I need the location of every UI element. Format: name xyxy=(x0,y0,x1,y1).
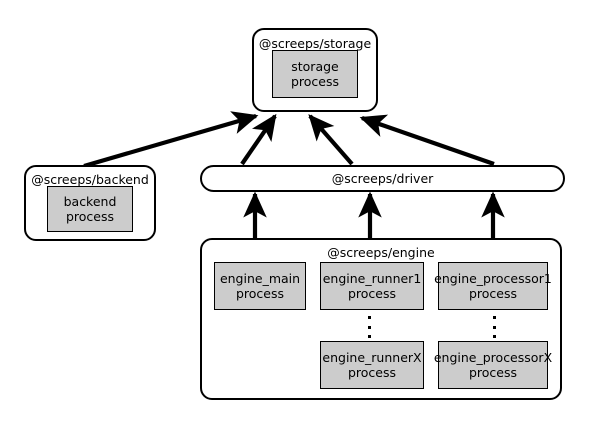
process-engine-processor1-line2: process xyxy=(468,286,518,301)
process-storage: storage process xyxy=(272,50,358,98)
arrow-driver-left-to-storage xyxy=(240,113,277,166)
process-engine-main-line1: engine_main xyxy=(219,271,301,286)
module-backend-label: @screeps/backend xyxy=(31,172,149,187)
module-driver: @screeps/driver xyxy=(200,165,565,192)
processor-ellipsis-icon xyxy=(491,316,497,338)
arrow-driver-middle-to-storage xyxy=(308,114,354,166)
process-engine-processorx-line2: process xyxy=(468,365,518,380)
process-storage-line1: storage xyxy=(291,59,339,74)
process-storage-line2: process xyxy=(290,74,340,89)
process-engine-processor1-line1: engine_processor1 xyxy=(434,271,552,286)
process-engine-main-line2: process xyxy=(235,286,285,301)
arrow-driver-right-to-storage xyxy=(359,114,495,166)
arrow-backend-to-storage xyxy=(83,111,259,169)
process-backend-line1: backend xyxy=(63,194,117,209)
process-engine-runnerx-line2: process xyxy=(347,365,397,380)
process-engine-main: engine_main process xyxy=(214,262,306,310)
module-driver-label: @screeps/driver xyxy=(331,171,434,186)
module-engine-label: @screeps/engine xyxy=(327,245,435,260)
process-engine-processor1: engine_processor1 process xyxy=(434,262,552,310)
process-engine-runner1-line2: process xyxy=(347,286,397,301)
process-backend-line2: process xyxy=(65,209,115,224)
process-engine-runnerx: engine_runnerX process xyxy=(320,341,424,389)
process-engine-processorx-line1: engine_processorX xyxy=(433,350,553,365)
process-engine-runner1-line1: engine_runner1 xyxy=(322,271,422,286)
process-engine-processorx: engine_processorX process xyxy=(434,341,552,389)
process-engine-runnerx-line1: engine_runnerX xyxy=(322,350,422,365)
process-backend: backend process xyxy=(47,186,133,232)
process-engine-runner1: engine_runner1 process xyxy=(320,262,424,310)
module-storage-label: @screeps/storage xyxy=(258,36,372,51)
runner-ellipsis-icon xyxy=(366,316,372,338)
